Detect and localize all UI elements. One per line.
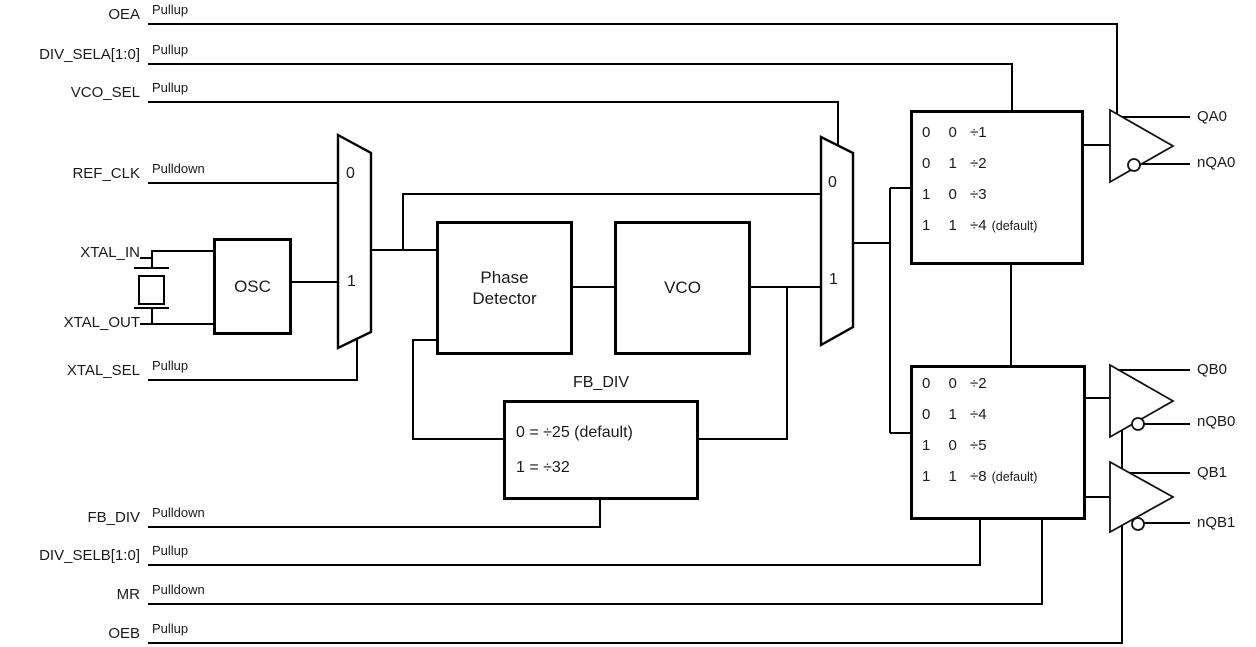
divider-b-value: ÷5	[970, 437, 987, 454]
wire-mux2-output-bus	[853, 187, 913, 434]
divider-a-bits: 1 0	[922, 186, 964, 203]
divider-a-bits: 1 1	[922, 217, 964, 234]
crystal-icon	[134, 266, 169, 310]
phase-detector-block: Phase Detector	[436, 221, 573, 355]
fb-div-row: 0 = ÷25 (default)	[516, 424, 633, 441]
input-label-oea: OEA	[108, 6, 140, 23]
fb-div-block	[503, 400, 699, 500]
input-label-ref-clk: REF_CLK	[72, 165, 140, 182]
pull-label-ref-clk: Pulldown	[152, 161, 205, 176]
divider-a-value: ÷4	[970, 217, 987, 234]
pull-label-oeb: Pullup	[152, 621, 189, 636]
osc-block: OSC	[213, 238, 292, 335]
fb-div-title: FB_DIV	[572, 374, 629, 391]
nqb0-inverter-bubble-icon	[1131, 417, 1145, 431]
divider-b-row: 1 0 ÷5	[922, 437, 1037, 468]
pull-label-vco-sel: Pullup	[152, 80, 189, 95]
pull-label-div-selb: Pullup	[152, 543, 189, 558]
output-label-nqb0: nQB0	[1197, 413, 1236, 430]
osc-block-label: OSC	[234, 276, 271, 296]
input-label-xtal-sel: XTAL_SEL	[66, 362, 140, 379]
qa0-output-buffer	[1109, 108, 1175, 184]
pull-label-oea: Pullup	[152, 2, 189, 17]
input-label-mr: MR	[116, 586, 140, 603]
divider-b-row: 1 1 ÷8 (default)	[922, 468, 1037, 499]
nqa0-inverter-bubble-icon	[1127, 158, 1141, 172]
divider-a-row: 1 0 ÷3	[922, 186, 1037, 217]
vco-block-label: VCO	[664, 278, 701, 297]
output-label-qb1: QB1	[1197, 464, 1228, 481]
input-label-oeb: OEB	[108, 625, 140, 642]
nqb1-inverter-bubble-icon	[1131, 517, 1145, 531]
wire-div-sela	[148, 63, 1013, 114]
divider-a-bits: 0 1	[922, 155, 964, 172]
input-label-vco-sel: VCO_SEL	[70, 84, 140, 101]
output-label-qb0: QB0	[1197, 361, 1228, 378]
wire-xtal-out	[140, 308, 217, 325]
mux2-vco-bypass	[819, 135, 855, 348]
divider-a-value: ÷2	[970, 155, 987, 172]
divider-b-bits: 1 0	[922, 437, 964, 454]
input-label-fb-div: FB_DIV	[87, 509, 140, 526]
phase-detector-label: Phase Detector	[472, 268, 537, 308]
output-label-nqb1: nQB1	[1197, 514, 1236, 531]
divider-b-row: 0 1 ÷4	[922, 406, 1037, 437]
divider-a-row: 0 0 ÷1	[922, 124, 1037, 155]
wire-xtal-sel	[148, 338, 358, 381]
mux1-ref-xtal	[336, 132, 373, 350]
input-label-div-selb: DIV_SELB[1:0]	[39, 547, 140, 564]
divider-a-bits: 0 0	[922, 124, 964, 141]
divider-b-value: ÷2	[970, 375, 987, 392]
pull-label-xtal-sel: Pullup	[152, 358, 189, 373]
wire-mr	[148, 517, 1043, 605]
divider-a-value: ÷3	[970, 186, 987, 203]
divider-a-row: 0 1 ÷2	[922, 155, 1037, 186]
divider-a-value: ÷1	[970, 124, 987, 141]
wire-fbdiv-to-pd	[412, 339, 505, 440]
wire-div-selb	[148, 517, 981, 566]
pull-label-fb-div: Pulldown	[152, 505, 205, 520]
wire-vco-sel	[148, 101, 839, 150]
wire-vco-feedback	[697, 287, 788, 440]
input-label-xtal-out: XTAL_OUT	[63, 314, 140, 331]
divider-b-value: ÷4	[970, 406, 987, 423]
input-label-div-sela: DIV_SELA[1:0]	[39, 46, 140, 63]
divider-a-row: 1 1 ÷4 (default)	[922, 217, 1037, 248]
mux2-input0-label: 0	[828, 174, 837, 191]
output-label-qa0: QA0	[1197, 108, 1228, 125]
divider-b-bits: 1 1	[922, 468, 964, 485]
divider-table-a	[910, 110, 1084, 265]
mux2-input1-label: 1	[829, 271, 838, 288]
divider-b-bits: 0 0	[922, 375, 964, 392]
vco-block: VCO	[614, 221, 751, 355]
qb1-output-buffer	[1109, 460, 1175, 534]
divider-b-note: (default)	[991, 470, 1038, 484]
input-label-xtal-in: XTAL_IN	[80, 244, 140, 261]
wire-oea	[148, 23, 1118, 120]
divider-b-row: 0 0 ÷2	[922, 375, 1037, 406]
mux1-input0-label: 0	[346, 165, 355, 182]
divider-table-a-rows: 0 0 ÷1 0 1 ÷2 1 0 ÷3 1 1 ÷4 (default)	[922, 124, 1037, 248]
wire-mux1-to-mux2	[402, 193, 823, 250]
output-label-nqa0: nQA0	[1197, 154, 1236, 171]
divider-table-b-rows: 0 0 ÷2 0 1 ÷4 1 0 ÷5 1 1 ÷8 (default)	[922, 375, 1037, 499]
fb-div-row: 1 = ÷32	[516, 459, 570, 476]
wire-fb-div	[148, 498, 601, 528]
divider-table-b	[910, 365, 1086, 520]
divider-b-bits: 0 1	[922, 406, 964, 423]
wire-xtal-in	[140, 250, 217, 268]
pull-label-div-sela: Pullup	[152, 42, 189, 57]
mux1-input1-label: 1	[347, 273, 356, 290]
pull-label-mr: Pulldown	[152, 582, 205, 597]
divider-b-value: ÷8	[970, 468, 987, 485]
wire-oeb	[148, 519, 1123, 644]
divider-a-note: (default)	[991, 219, 1038, 233]
